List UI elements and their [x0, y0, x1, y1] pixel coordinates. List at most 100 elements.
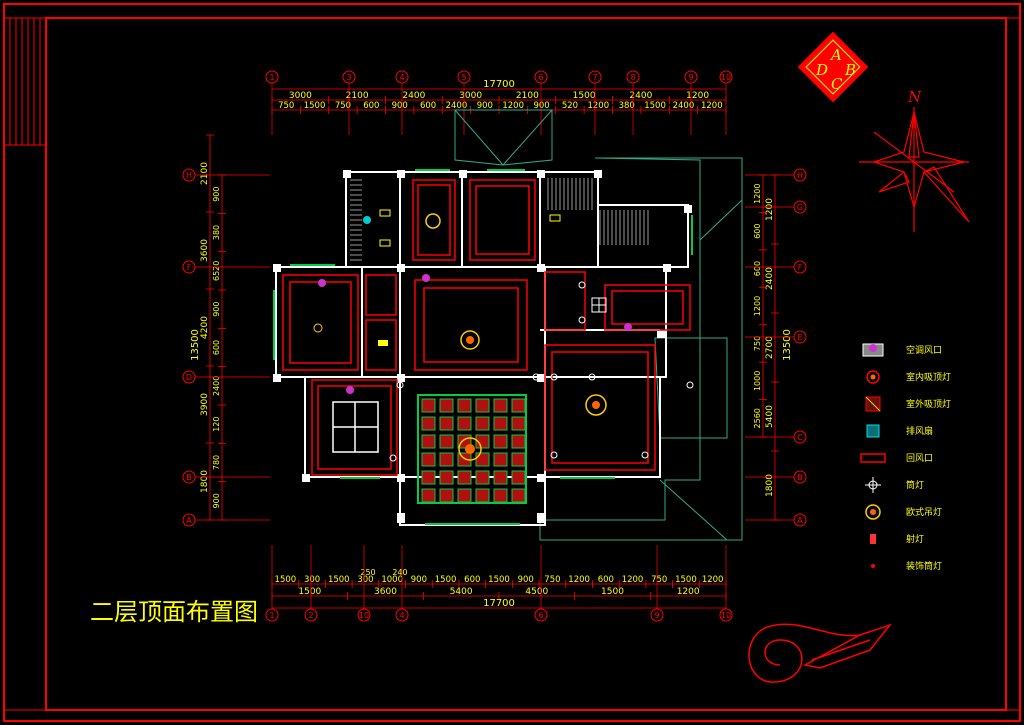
axis-label-left: F: [187, 263, 192, 272]
legend-item: 射灯: [870, 533, 924, 545]
axis-label-left: D: [186, 373, 192, 382]
axis-bubble-bottom: 1: [265, 608, 279, 622]
dimension-value: 4200: [200, 316, 210, 339]
dimension-value: 3600: [200, 239, 210, 262]
dimension-value: 1200: [587, 101, 609, 111]
legend-label: 空调风口: [906, 344, 942, 356]
dimension-value: 1200: [753, 296, 762, 316]
roof-outline: [454, 109, 743, 541]
dimension-value: 1200: [701, 101, 723, 111]
axis-bubble-top: 6: [534, 70, 548, 84]
scroll-ornament: [748, 623, 893, 683]
axis-bubble-top: 4: [395, 70, 409, 84]
legend-label: 室内吸顶灯: [906, 371, 951, 383]
dimension-value: 1500: [298, 587, 321, 597]
dimension-value: 1200: [753, 184, 762, 204]
dimension-value: 1500: [573, 91, 596, 101]
dimension-value: 1200: [568, 575, 590, 585]
dimension-value: 600: [464, 575, 480, 585]
axis-label-right: E: [797, 333, 802, 342]
axis-bubble-right: A: [793, 513, 807, 527]
drawing-title: 二层顶面布置图: [90, 598, 258, 626]
dimension-value: 1200: [622, 575, 644, 585]
dimension-value: 600: [363, 101, 379, 111]
axis-bubble-right: H: [793, 168, 807, 182]
axis-label-right: B: [797, 473, 803, 482]
spotlight-icon: [870, 534, 876, 544]
dimension-value: 3600: [374, 587, 397, 597]
dimension-value: 600: [598, 575, 614, 585]
dimension-value: 1200: [702, 575, 724, 585]
dimension-value: 900: [392, 101, 408, 111]
legend-label: 射灯: [906, 533, 924, 545]
dimension-value: 120: [212, 417, 221, 432]
dimension-value: 2400: [446, 101, 468, 111]
fixtures: [313, 209, 694, 462]
dimension-value: 3000: [459, 91, 482, 101]
dimension-value: 900: [411, 575, 427, 585]
axis-bubble-bottom: 2: [304, 608, 318, 622]
stairs: [350, 178, 649, 261]
dimension-value: 2560: [753, 408, 762, 428]
dimension-value: 900: [212, 493, 221, 508]
dimension-value: 1500: [488, 575, 510, 585]
title-strip: [4, 18, 46, 146]
dimension-value: 750: [335, 101, 351, 111]
dimension-value: 2400: [629, 91, 652, 101]
dimension-value: 1200: [686, 91, 709, 101]
axis-bubble-top: 3: [342, 70, 356, 84]
company-logo: A B C D: [797, 31, 869, 103]
axis-bubble-right: F: [793, 260, 807, 274]
axis-label-top: 4: [399, 73, 404, 82]
axis-label-left: B: [186, 473, 192, 482]
legend-label: 筒灯: [906, 479, 924, 491]
dimension-value: 900: [212, 187, 221, 202]
axis-label-bottom: 10: [721, 611, 731, 620]
dimension-value: 1500: [435, 575, 457, 585]
dimension-value: 4500: [525, 587, 548, 597]
axis-label-right: F: [798, 263, 803, 272]
axis-label-right: A: [797, 516, 803, 525]
axis-label-bottom: 4: [399, 611, 404, 620]
ceiling-lamp-icon: [866, 370, 880, 384]
dimension-total-bottom: 17700: [483, 598, 515, 609]
dimension-value: 1200: [677, 587, 700, 597]
axis-label-left: H: [186, 171, 192, 180]
axis-label-bottom: 9: [654, 611, 659, 620]
axis-label-top: 10: [721, 73, 731, 82]
dining-window: [332, 401, 379, 453]
legend-item: 欧式吊灯: [865, 504, 942, 520]
drawing-frame: [3, 3, 1021, 722]
dimension-value: 2400: [212, 376, 221, 396]
axis-label-bottom: 2: [308, 611, 313, 620]
windows: [273, 169, 693, 525]
dimension-value: 1000: [381, 575, 403, 585]
dimension-value: 1800: [765, 474, 775, 497]
legend-label: 装饰筒灯: [906, 560, 942, 572]
axis-label-top: 1: [269, 73, 274, 82]
legend-label: 欧式吊灯: [906, 506, 942, 518]
dimension-value: 780: [212, 455, 221, 470]
axis-label-bottom: 6: [538, 611, 543, 620]
dimension-value: 300: [304, 575, 320, 585]
dimension-value: 2400: [765, 267, 775, 290]
legend-item: 室外吸顶灯: [865, 396, 951, 412]
ceiling-outlines: [282, 179, 691, 476]
axis-bubble-right: G: [793, 200, 807, 214]
outdoor-lamp-icon: [865, 396, 881, 412]
compass-icon: N: [859, 88, 970, 232]
dimension-value: 2700: [765, 336, 775, 359]
logo-letter-c: C: [831, 75, 843, 93]
dimension-value: 900: [533, 101, 549, 111]
compass-north-label: N: [907, 88, 922, 106]
dimension-value: 600: [212, 340, 221, 355]
legend-item: 筒灯: [865, 477, 924, 493]
axis-bubble-bottom: 10: [719, 608, 733, 622]
wall-piers: [273, 170, 692, 523]
dimension-value: 2400: [673, 101, 695, 111]
dimension-value: 900: [518, 575, 534, 585]
dimension-value: 900: [212, 302, 221, 317]
axis-label-left: A: [186, 516, 192, 525]
